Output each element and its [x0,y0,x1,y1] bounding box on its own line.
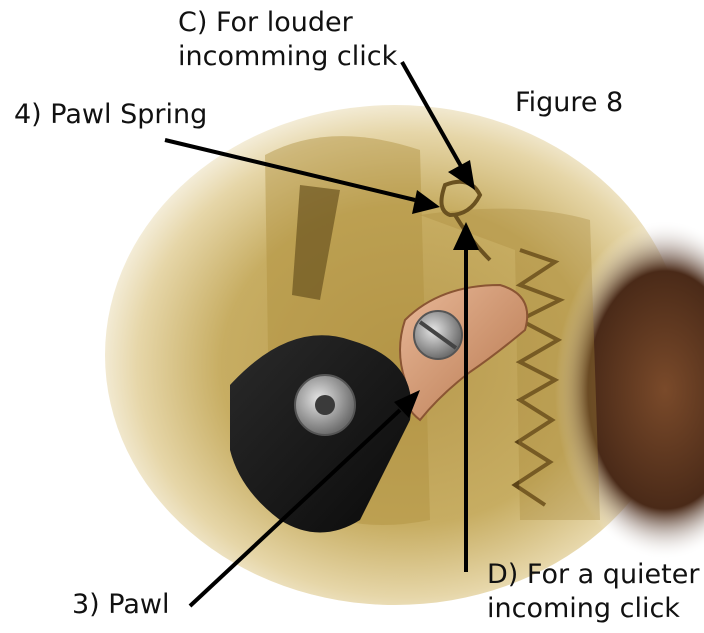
callout-c-line2: incomming click [178,40,397,74]
callout-d-line1: D) For a quieter [487,558,699,592]
figure-label: Figure 8 [515,86,623,120]
callout-d-line2: incoming click [487,592,680,626]
callout-pawl-spring: 4) Pawl Spring [14,98,207,132]
plate-screw-hex [315,395,335,415]
callout-c-line1: C) For louder [178,6,353,40]
callout-pawl: 3) Pawl [72,588,170,622]
